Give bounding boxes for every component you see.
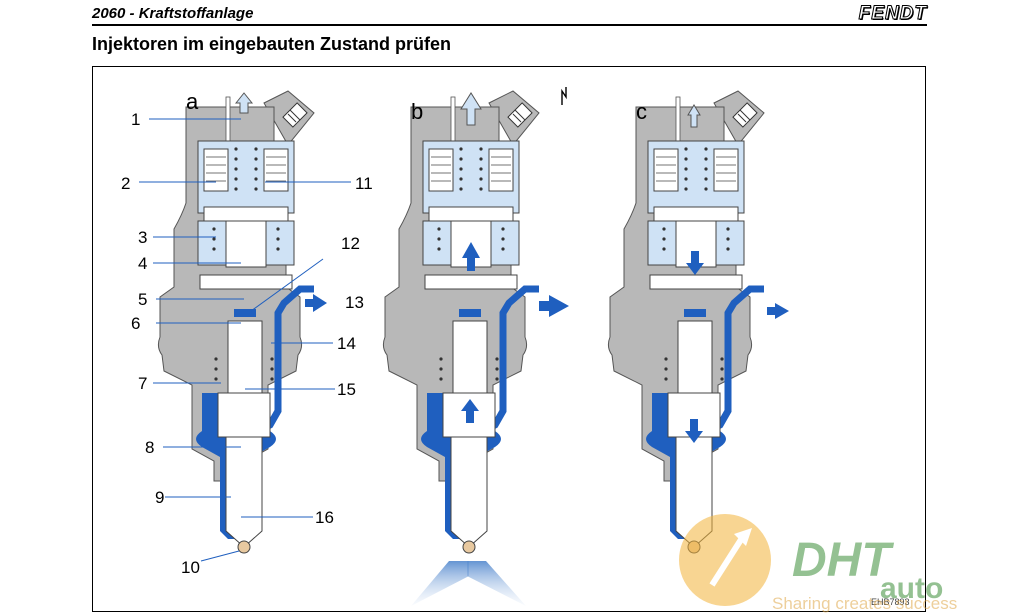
injector-figure: a b c [92,66,926,612]
callout-15: 15 [337,380,356,399]
document-title: 2060 - Kraftstoffanlage [92,5,254,22]
callout-numbers: 1 2 3 4 5 6 7 8 9 10 11 12 13 14 15 16 [121,110,373,577]
figure-reference-code: EHB7893 [871,597,910,607]
callout-10: 10 [181,558,200,577]
injector-panel-c: c [608,91,789,553]
fendt-logo: FENDT [858,3,927,25]
callout-2: 2 [121,174,130,193]
section-heading: Injektoren im eingebauten Zustand prüfen [92,34,452,54]
injector-diagram: a b c [121,87,910,607]
panel-label-c: c [636,99,647,124]
callout-6: 6 [131,314,140,333]
watermark-tagline: Sharing creates success [772,594,957,613]
panel-label-b: b [411,99,423,124]
callout-14: 14 [337,334,356,353]
callout-leaders [139,118,351,562]
watermark-brand-a: DHT [792,534,894,587]
injector-panel-a: a [158,89,327,553]
callout-12: 12 [341,234,360,253]
callout-3: 3 [138,228,147,247]
callout-13: 13 [345,293,364,312]
callout-4: 4 [138,254,147,273]
callout-16: 16 [315,508,334,527]
callout-11: 11 [355,174,373,193]
callout-7: 7 [138,374,147,393]
page-header: 2060 - Kraftstoffanlage FENDT [92,3,927,26]
callout-5: 5 [138,290,147,309]
voltage-arrow-icon [561,87,567,105]
watermark-brand-b: auto [880,572,943,605]
injector-panel-b: b [383,87,569,606]
panel-label-a: a [186,89,199,114]
callout-8: 8 [145,438,154,457]
callout-9: 9 [155,488,164,507]
callout-1: 1 [131,110,140,129]
